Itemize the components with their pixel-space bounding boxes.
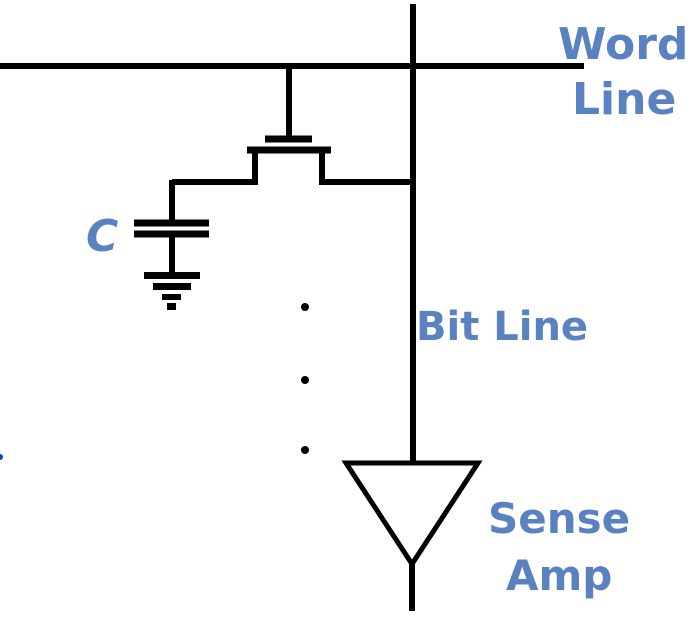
bit-line-label: Bit Line — [416, 304, 588, 350]
transistor-source — [172, 150, 258, 185]
word-line-label-1: Word — [558, 19, 688, 70]
word-line-label-2: Line — [572, 74, 676, 125]
transistor-drain — [319, 150, 413, 185]
ellipsis-dot — [301, 303, 309, 311]
stray-mark — [0, 454, 3, 460]
ellipsis-dot — [301, 446, 309, 454]
sense-amp-label-1: Sense — [488, 494, 630, 543]
capacitor-label: C — [86, 211, 118, 262]
sense-amplifier-icon — [341, 460, 483, 569]
sense-amp-label-2: Amp — [506, 551, 612, 600]
ground-icon — [144, 272, 200, 310]
ellipsis-dot — [301, 376, 309, 384]
